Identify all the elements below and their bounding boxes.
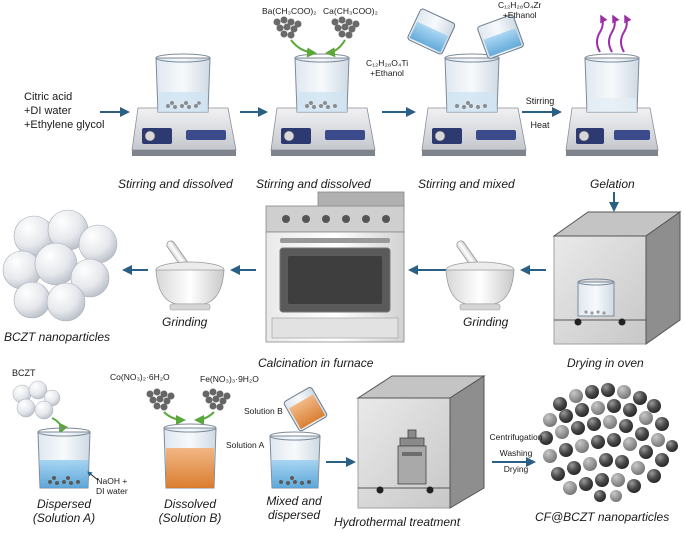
post-step-drying: Drying	[503, 464, 529, 474]
pouring-beaker-zirconium	[477, 14, 524, 59]
beaker-1	[155, 53, 211, 113]
beaker-solution-b	[163, 423, 217, 489]
iron-nitrate-powder	[202, 388, 231, 411]
pouring-beaker-titanium	[407, 8, 456, 55]
post-step-washing: Washing	[499, 448, 533, 458]
label-bczt: BCZT	[12, 368, 36, 378]
caption-dissolved: Dissolved (Solution B)	[140, 497, 240, 525]
condition-stirring: Stirring	[525, 96, 555, 106]
caption-step1: Stirring and dissolved	[118, 177, 233, 191]
cf-bczt-nanoparticles-cluster	[539, 383, 678, 502]
precursor-ba-label: Ba(CH₃COO)₂	[262, 6, 317, 16]
beaker-3	[444, 53, 500, 113]
precursor-ti-label: C₁₂H₂₈O₄Ti +Ethanol	[366, 58, 408, 78]
reagent-ethylene-glycol: +Ethylene glycol	[24, 119, 105, 131]
magnetic-stirrer-2	[270, 107, 376, 156]
caption-grinding-right: Grinding	[463, 315, 509, 329]
precursor-ca-label: Ca(CH₃COO)₂	[323, 6, 378, 16]
label-naoh-line1: NaOH +	[96, 476, 128, 486]
green-arrow-powder-left	[290, 39, 317, 58]
caption-dissolved-line2: (Solution B)	[158, 511, 222, 525]
hydrothermal-oven	[356, 375, 486, 509]
caption-grinding-left: Grinding	[162, 315, 208, 329]
calcium-acetate-powder	[331, 16, 360, 39]
bczt-nanoparticles-cluster	[2, 209, 118, 322]
caption-step3: Stirring and mixed	[418, 177, 515, 191]
mortar-pestle-2	[445, 240, 515, 311]
magnetic-stirrer-3	[421, 107, 527, 156]
vapor-arrows	[596, 14, 632, 53]
start-reagents: Citric acid +DI water +Ethylene glycol	[24, 90, 104, 132]
caption-dispersed-line1: Dispersed	[36, 497, 92, 511]
caption-gelation: Gelation	[590, 177, 635, 191]
post-treatment-steps: Centrifugation Washing Drying	[484, 432, 548, 474]
beaker-mixed	[269, 431, 321, 489]
green-arrow-bczt	[51, 417, 69, 434]
magnetic-stirrer-1	[131, 107, 237, 156]
caption-dispersed-line2: (Solution A)	[32, 511, 96, 525]
green-arrow-powder-right	[325, 39, 346, 58]
reagent-di-water: +DI water	[24, 105, 72, 117]
precursor-zr-label: C₁₂H₂₈O₄Zr +Ethanol	[498, 0, 541, 20]
green-arrow-co	[163, 411, 186, 425]
label-naoh: NaOH + DI water	[96, 476, 128, 496]
bczt-small-cluster	[12, 380, 61, 420]
pouring-beaker-solution-b	[283, 387, 328, 432]
label-naoh-line2: DI water	[96, 486, 128, 496]
drying-oven	[552, 211, 682, 345]
caption-calcination: Calcination in furnace	[258, 356, 374, 370]
condition-heat: Heat	[530, 120, 550, 130]
caption-drying-oven: Drying in oven	[567, 356, 644, 370]
caption-dissolved-line1: Dissolved	[163, 497, 217, 511]
precursor-ti-formula: C₁₂H₂₈O₄Ti	[366, 58, 409, 68]
label-solution-b: Solution B	[244, 406, 283, 416]
caption-cf-bczt: CF@BCZT nanoparticles	[535, 510, 670, 524]
furnace	[265, 191, 405, 343]
precursor-fe-label: Fe(NO₃)₃·9H₂O	[200, 374, 259, 384]
post-step-centrifugation: Centrifugation	[489, 432, 543, 442]
mortar-pestle-1	[155, 240, 225, 311]
cobalt-nitrate-powder	[146, 388, 175, 411]
caption-dispersed: Dispersed (Solution A)	[14, 497, 114, 525]
beaker-solution-a	[37, 427, 91, 489]
caption-step2: Stirring and dissolved	[256, 177, 371, 191]
caption-mixed-line2: dispersed	[267, 508, 321, 522]
green-arrow-fe	[194, 411, 215, 425]
caption-hydrothermal: Hydrothermal treatment	[334, 515, 461, 529]
arrow-naoh	[87, 471, 99, 481]
precursor-ti-solvent: +Ethanol	[370, 68, 404, 78]
reagent-citric-acid: Citric acid	[24, 91, 73, 103]
precursor-zr-solvent: +Ethanol	[502, 10, 537, 20]
precursor-zr-formula: C₁₂H₂₈O₄Zr	[498, 0, 542, 10]
caption-mixed-line1: Mixed and	[266, 494, 322, 508]
caption-mixed: Mixed and dispersed	[254, 494, 334, 522]
beaker-2	[294, 53, 350, 113]
label-solution-a: Solution A	[226, 440, 265, 450]
barium-acetate-powder	[273, 16, 302, 39]
beaker-4	[584, 53, 640, 113]
precursor-co-label: Co(NO₃)₂·6H₂O	[110, 372, 170, 382]
caption-bczt-nanoparticles: BCZT nanoparticles	[4, 330, 111, 344]
magnetic-stirrer-4	[565, 107, 659, 156]
